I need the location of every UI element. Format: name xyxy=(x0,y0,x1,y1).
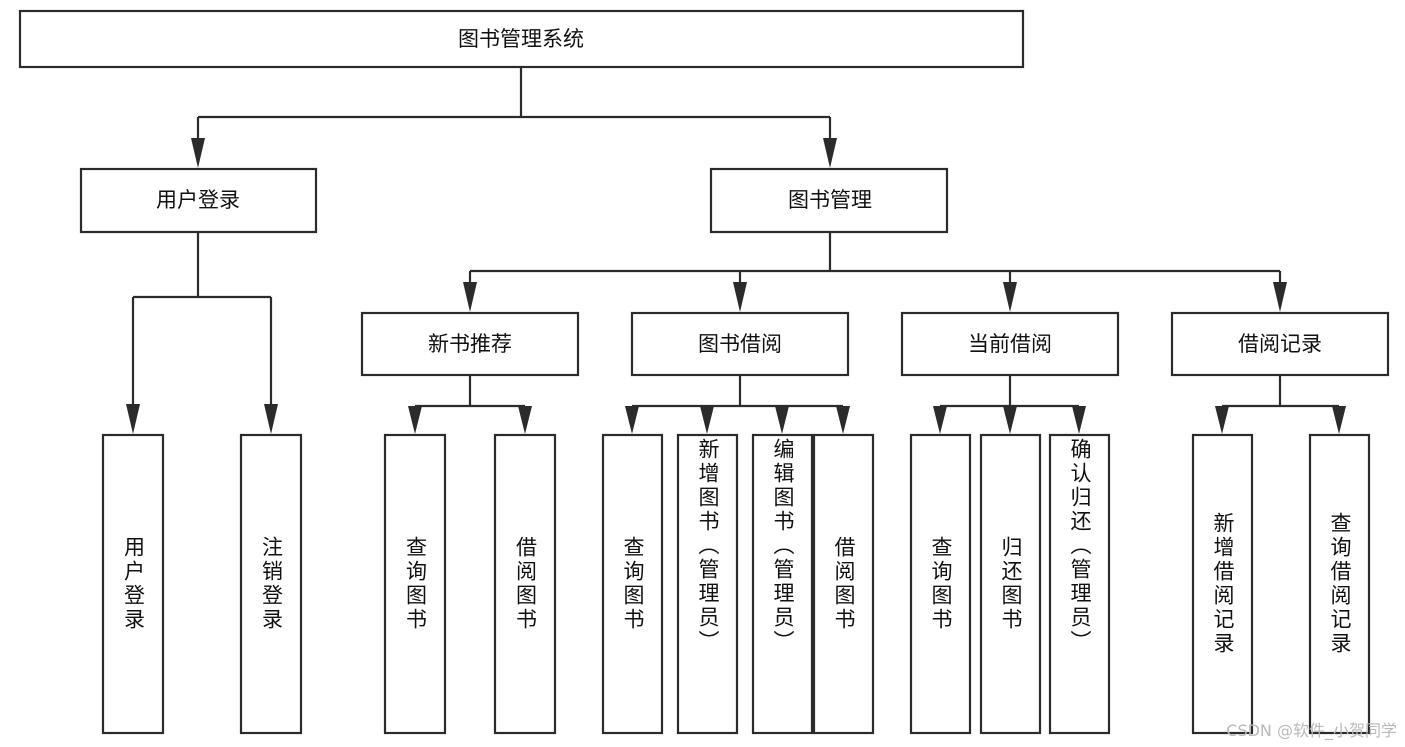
node-book-borrow-box[interactable] xyxy=(630,311,850,377)
arrow-to-current-borrow xyxy=(1003,282,1017,312)
node-book-manage[interactable]: 图书管理 xyxy=(709,167,949,234)
node-book-borrow-label: 图书借阅 xyxy=(698,332,782,356)
arrow-root-to-user-login xyxy=(191,138,205,168)
node-book-manage-label: 图书管理 xyxy=(788,188,872,212)
csdn-watermark: CSDN @软件_小贺同学 xyxy=(1226,721,1397,740)
arrow-to-leaf-borrow-book-2 xyxy=(836,406,850,434)
node-new-book-rec-box[interactable] xyxy=(360,311,580,377)
node-leaf-query-book-1-box[interactable] xyxy=(383,433,447,735)
node-leaf-query-book-3-box[interactable] xyxy=(909,433,972,735)
arrow-to-leaf-confirm-return xyxy=(1072,406,1086,434)
node-leaf-query-book-2-box[interactable] xyxy=(601,433,664,735)
arrow-to-book-borrow xyxy=(733,282,747,312)
arrow-to-leaf-add-book xyxy=(700,406,714,434)
node-root-box[interactable] xyxy=(18,9,1025,69)
arrow-to-leaf-user-login xyxy=(126,404,140,434)
node-user-login[interactable]: 用户登录 xyxy=(79,167,318,234)
node-leaf-add-record-box[interactable] xyxy=(1191,433,1254,735)
node-leaf-user-logout-box[interactable] xyxy=(239,433,303,735)
arrow-to-leaf-add-record xyxy=(1215,406,1229,434)
connectors xyxy=(126,67,1346,434)
arrow-to-leaf-query-record xyxy=(1332,406,1346,434)
node-user-login-box[interactable] xyxy=(79,167,318,234)
node-current-borrow-box[interactable] xyxy=(900,311,1120,377)
node-current-borrow[interactable]: 当前借阅 xyxy=(900,311,1120,377)
node-leaf-add-book-box[interactable] xyxy=(676,433,739,735)
arrow-to-leaf-borrow-book-1 xyxy=(518,406,532,434)
node-borrow-record-label: 借阅记录 xyxy=(1238,332,1322,356)
node-current-borrow-label: 当前借阅 xyxy=(968,332,1052,356)
node-leaf-edit-book-box[interactable] xyxy=(751,433,814,735)
node-borrow-record-box[interactable] xyxy=(1170,311,1390,377)
node-user-login-label: 用户登录 xyxy=(156,188,240,212)
arrow-to-leaf-query-book-3 xyxy=(933,406,947,434)
arrow-to-leaf-query-book-2 xyxy=(625,406,639,434)
node-leaf-borrow-book-1-box[interactable] xyxy=(493,433,557,735)
node-book-manage-box[interactable] xyxy=(709,167,949,234)
node-new-book-rec-label: 新书推荐 xyxy=(428,332,512,356)
node-leaf-query-record-box[interactable] xyxy=(1308,433,1371,735)
node-book-borrow[interactable]: 图书借阅 xyxy=(630,311,850,377)
arrow-to-leaf-query-book-1 xyxy=(408,406,422,434)
node-leaf-confirm-return-box[interactable] xyxy=(1048,433,1111,735)
node-root-label: 图书管理系统 xyxy=(458,27,584,51)
leaf-boxes xyxy=(101,433,1371,735)
arrow-to-leaf-user-logout xyxy=(264,404,278,434)
arrow-to-leaf-edit-book xyxy=(775,406,789,434)
node-leaf-borrow-book-2-box[interactable] xyxy=(812,433,875,735)
arrow-to-new-book-rec xyxy=(463,282,477,312)
arrow-to-leaf-return-book xyxy=(1003,406,1017,434)
node-root[interactable]: 图书管理系统 xyxy=(18,9,1025,69)
node-leaf-return-book-box[interactable] xyxy=(979,433,1042,735)
arrow-to-borrow-record xyxy=(1273,282,1287,312)
node-leaf-user-login-box[interactable] xyxy=(101,433,165,735)
node-borrow-record[interactable]: 借阅记录 xyxy=(1170,311,1390,377)
node-new-book-rec[interactable]: 新书推荐 xyxy=(360,311,580,377)
arrow-root-to-book-manage xyxy=(823,138,837,168)
